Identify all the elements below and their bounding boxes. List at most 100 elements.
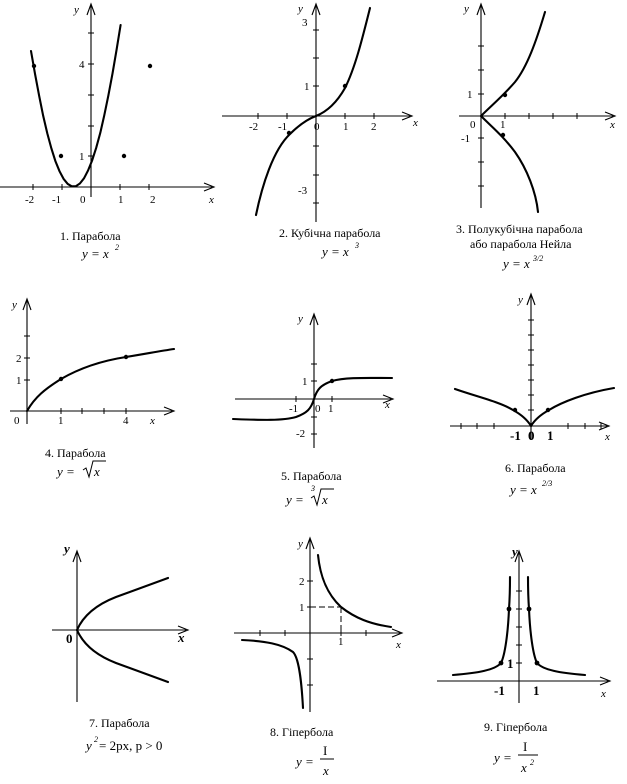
x-axis-arrow [598,421,611,431]
hyperbola-branch-left [240,638,305,710]
tick-label-x: 0 [14,415,20,427]
graph-formula-lead: y = [492,750,512,765]
radicand: x [321,492,328,507]
graph-4-sqrt-parabola: y x 0 1 4 1 2 4. Парабола y = x [10,297,176,479]
graph-caption: 2. Кубічна парабола [279,226,381,240]
formula-exponent: 2 [94,735,98,744]
formula-exponent: 3 [354,241,359,250]
graph-caption: 1. Парабола [60,229,121,243]
tick-label-x: 1 [343,121,349,133]
y-axis-arrow [476,2,486,16]
y-axis-label: y [297,538,303,550]
y-axis-arrow [305,536,315,550]
graph-2-cubic-parabola: y x -2 -1 0 1 2 3 1 -3 2. Кубічна парабо… [222,2,418,259]
tick-label-x: -2 [249,121,258,133]
y-axis-arrow [72,549,82,563]
radicand: x [93,464,100,479]
axis-ticks [257,29,375,204]
x-axis-arrow [203,182,216,192]
tick-label-x: 1 [118,194,124,206]
fraction-numerator: I [523,739,527,754]
tick-label-x: 1 [533,683,540,698]
graph-caption-line2: або парабола Нейла [470,237,572,251]
tick-label-x: 0 [470,119,476,131]
tick-label-x: 0 [314,121,320,133]
graph-6-two-thirds-parabola: y x -1 0 1 6. Парабола y = x 2/3 [450,292,616,497]
y-axis-arrow [86,2,96,16]
tick-label-origin: 0 [66,631,73,646]
radical-sign [82,460,106,479]
tick-label-x: 0 [80,194,86,206]
tick-label-y: -3 [298,185,308,197]
tick-label-x: -1 [289,403,298,415]
tick-label-y: 2 [16,353,22,365]
x-axis-arrow [604,111,617,121]
y-axis-arrow [22,297,32,311]
formula-exponent: 2 [115,243,119,252]
curve-points [329,378,335,384]
graph-formula-lead: y = [284,492,304,507]
tick-label-y: -1 [461,133,470,145]
parabola-upper-branch [75,576,170,632]
two-thirds-curve-left [453,387,533,428]
axis-ticks [24,335,127,414]
graph-7-horizontal-parabola: y x 0 7. Парабола y 2 = 2px, p > 0 [52,541,190,753]
x-axis-label: x [609,119,615,131]
x-axis-label: x [600,688,606,700]
parabola-lower-branch [75,628,170,684]
tick-label-x: -1 [278,121,287,133]
neile-curve-upper [479,10,547,118]
x-axis-label: x [604,431,610,443]
tick-label-x: 0 [315,403,321,415]
y-axis-arrow [526,292,536,306]
y-axis-label: y [510,544,518,559]
fraction-denominator: x [520,760,527,775]
x-axis-arrow [382,394,395,404]
tick-label-y: 2 [299,576,305,588]
hyperbola-branch-left [451,575,512,677]
tick-label-x: 1 [547,428,554,443]
graph-caption: 7. Парабола [89,716,150,730]
two-thirds-curve-right [529,386,616,428]
y-axis-label: y [463,3,469,15]
x-axis-label: x [384,399,390,411]
formula-exponent: 3/2 [532,254,543,263]
y-axis-label: y [62,541,70,556]
tick-label-x: 2 [150,194,156,206]
graph-formula: y = x [80,246,109,261]
axis-ticks [32,32,150,190]
y-axis-arrow [514,549,524,563]
curve-points [58,354,129,382]
fraction-denominator: x [322,763,329,778]
graph-formula-lead: y = [294,754,314,769]
x-axis-label: x [177,630,185,645]
graph-formula-lead: y = [55,464,75,479]
graph-formula: y = x [320,244,349,259]
fraction-numerator: I [323,743,327,758]
tick-label-y: 1 [16,375,22,387]
x-axis-label: x [149,415,155,427]
tick-label-x: 4 [123,415,129,427]
y-axis-label: y [517,294,523,306]
tick-label-y: 1 [302,376,308,388]
y-axis-label: y [11,299,17,311]
tick-label-y: 1 [304,81,310,93]
tick-label-x: -1 [52,194,61,206]
curve-points [498,606,540,666]
hyperbola-branch-right [316,553,393,629]
x-axis-arrow [401,111,414,121]
tick-label-x: -1 [494,683,505,698]
tick-label-x: 2 [371,121,377,133]
graph-formula-lead: y [84,738,92,753]
graph-formula-rest: = 2px, p > 0 [99,738,162,753]
tick-label-x: 1 [338,636,344,648]
curve-points [500,92,508,138]
x-axis-arrow [163,406,176,416]
tick-label-x: 1 [58,415,64,427]
graph-caption: 5. Парабола [281,469,342,483]
tick-label-x: 0 [528,428,535,443]
tick-label-y: 1 [467,89,473,101]
tick-label-y: 1 [299,602,305,614]
radical-sign [310,488,334,507]
